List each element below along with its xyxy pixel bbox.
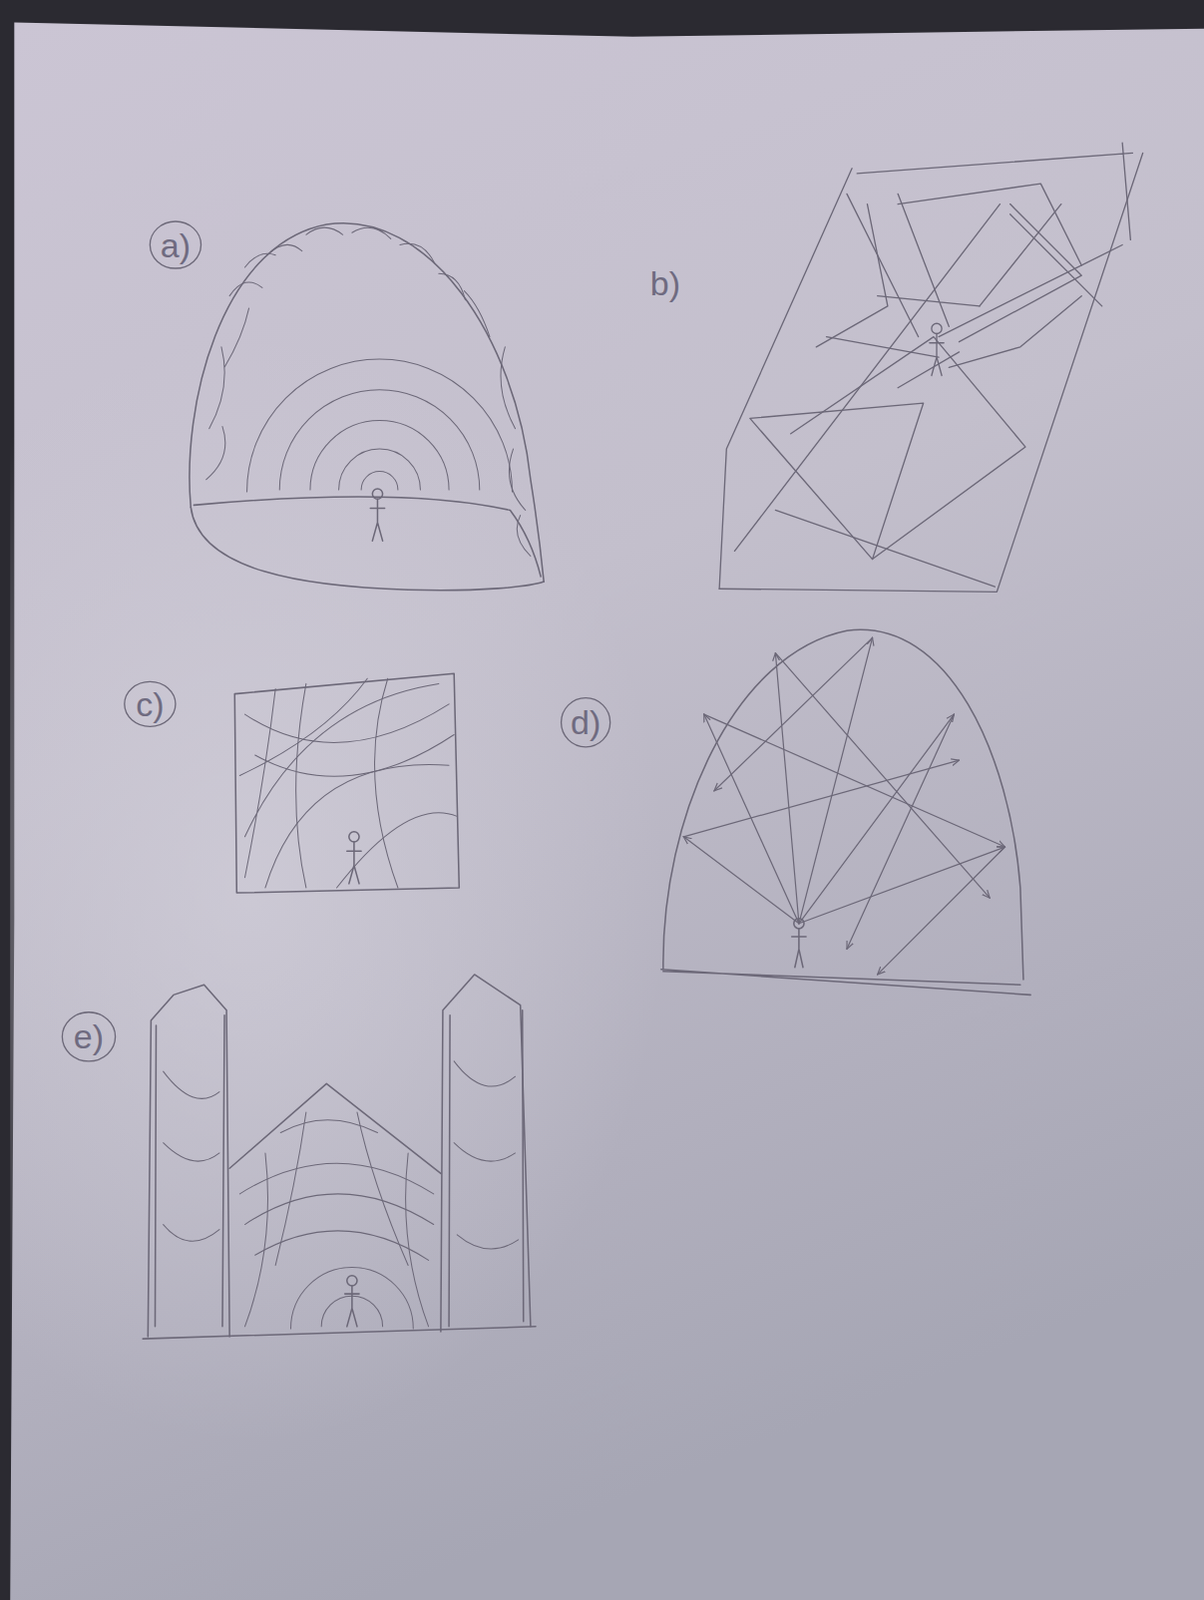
sketch-label: e) <box>73 1019 104 1054</box>
sketch-label: a) <box>160 228 191 263</box>
dome-sketch <box>189 223 544 591</box>
ray-dome-sketch <box>661 629 1031 995</box>
fractured-sketch <box>719 142 1143 592</box>
box-sketch <box>234 673 459 893</box>
cathedral-sketch <box>142 974 536 1339</box>
sketch-label: b) <box>650 266 681 301</box>
paper-sheet <box>9 22 1204 1600</box>
sketch-label: d) <box>570 705 601 740</box>
paper-light <box>9 22 1204 1600</box>
sketch-label: c) <box>135 687 164 722</box>
label-circles <box>61 221 610 1062</box>
